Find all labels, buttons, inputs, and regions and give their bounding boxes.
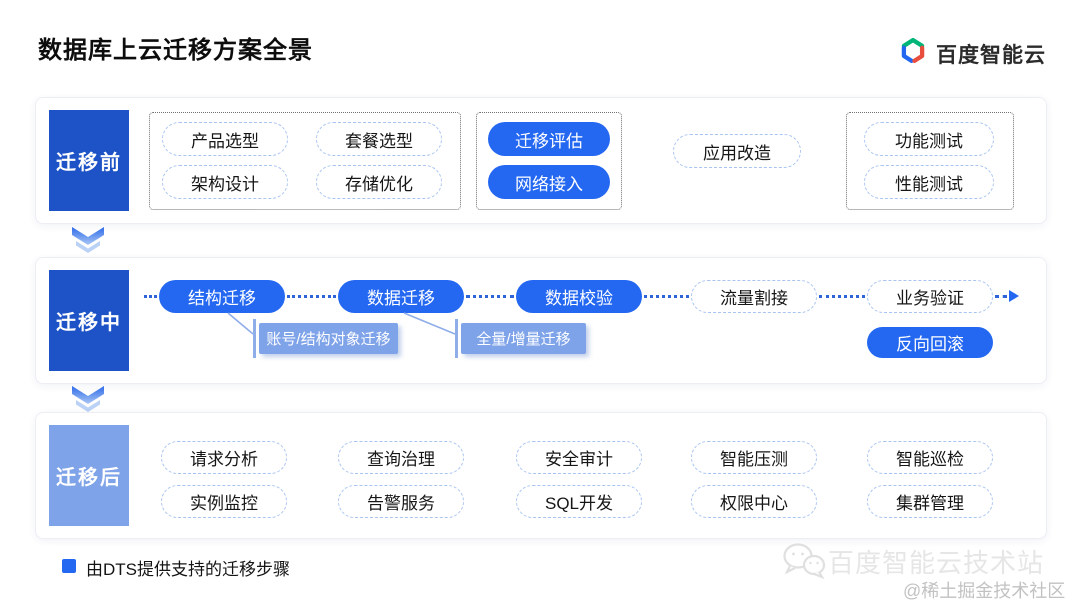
- pill-permission-center: 权限中心: [691, 485, 817, 518]
- pill-performance-testing: 性能测试: [864, 165, 994, 199]
- chevron-down-icon: [70, 227, 106, 258]
- flow-dotted-line: [644, 295, 689, 298]
- pill-security-audit: 安全审计: [516, 441, 642, 474]
- flow-dotted-line: [819, 295, 865, 298]
- flow-dotted-line: [287, 295, 336, 298]
- phase-label-post: 迁移后: [49, 425, 129, 526]
- watermark-baidu-tech-station: 百度智能云技术站: [828, 548, 1045, 578]
- legend-dts-square: [62, 559, 76, 573]
- page-title: 数据库上云迁移方案全景: [38, 37, 313, 64]
- pill-sql-development: SQL开发: [516, 485, 642, 518]
- chevron-down-icon: [70, 386, 106, 417]
- pill-request-analysis: 请求分析: [161, 441, 287, 474]
- pill-product-selection: 产品选型: [162, 122, 288, 156]
- pill-migration-assessment: 迁移评估: [488, 122, 610, 156]
- pill-functional-testing: 功能测试: [864, 122, 994, 156]
- pill-query-governance: 查询治理: [338, 441, 464, 474]
- watermark-juejin-community: @稀土掘金技术社区: [903, 581, 1066, 601]
- pill-intelligent-inspection: 智能巡检: [867, 441, 993, 474]
- group-dts-pre: 迁移评估 网络接入: [476, 112, 622, 210]
- phase-label-pre: 迁移前: [49, 110, 129, 211]
- pill-business-verification: 业务验证: [867, 280, 993, 313]
- phase-card-post-migration: 迁移后 请求分析 查询治理 安全审计 智能压测 智能巡检 实例监控 告警服务 S…: [35, 412, 1047, 539]
- pill-intelligent-stress-test: 智能压测: [691, 441, 817, 474]
- pill-architecture-design: 架构设计: [162, 165, 288, 199]
- group-planning: 产品选型 套餐选型 架构设计 存储优化: [149, 112, 461, 210]
- phase-card-during-migration: 迁移中 结构迁移 数据迁移 数据校验 流量割接 业务验证 反向回滚 账号/结构对…: [35, 257, 1047, 384]
- pill-traffic-cutover: 流量割接: [691, 280, 817, 313]
- baidu-cloud-logo: 百度智能云: [898, 36, 1046, 71]
- tag-account-structure-migration: 账号/结构对象迁移: [259, 323, 398, 354]
- flow-dotted-line: [466, 295, 514, 298]
- tag-accent-bar: [455, 319, 458, 358]
- pill-data-migration: 数据迁移: [338, 280, 464, 313]
- wechat-icon: [781, 541, 827, 586]
- legend-dts-text: 由DTS提供支持的迁移步骤: [86, 560, 290, 579]
- pill-storage-optimization: 存储优化: [316, 165, 442, 199]
- logo-wordmark: 百度智能云: [936, 43, 1046, 67]
- flow-dotted-line: [144, 295, 157, 298]
- tag-accent-bar: [253, 319, 256, 358]
- pill-package-selection: 套餐选型: [316, 122, 442, 156]
- flow-dotted-line: [995, 295, 1007, 298]
- pill-app-transformation: 应用改造: [673, 134, 801, 168]
- phase-card-pre-migration: 迁移前 产品选型 套餐选型 架构设计 存储优化 迁移评估 网络接入 应用改造 功…: [35, 97, 1047, 224]
- pill-instance-monitoring: 实例监控: [161, 485, 287, 518]
- phase-label-during: 迁移中: [49, 270, 129, 371]
- group-testing: 功能测试 性能测试: [846, 112, 1014, 210]
- pill-alert-service: 告警服务: [338, 485, 464, 518]
- pill-data-verification: 数据校验: [516, 280, 642, 313]
- flow-arrow-icon: [1009, 290, 1019, 302]
- pill-structure-migration: 结构迁移: [159, 280, 285, 313]
- pill-network-access: 网络接入: [488, 165, 610, 199]
- pill-reverse-rollback: 反向回滚: [867, 327, 993, 358]
- tag-full-incremental-migration: 全量/增量迁移: [461, 323, 586, 354]
- tag-connector-lines: [227, 312, 456, 335]
- pill-cluster-management: 集群管理: [867, 485, 993, 518]
- baidu-cloud-cube-icon: [898, 36, 928, 71]
